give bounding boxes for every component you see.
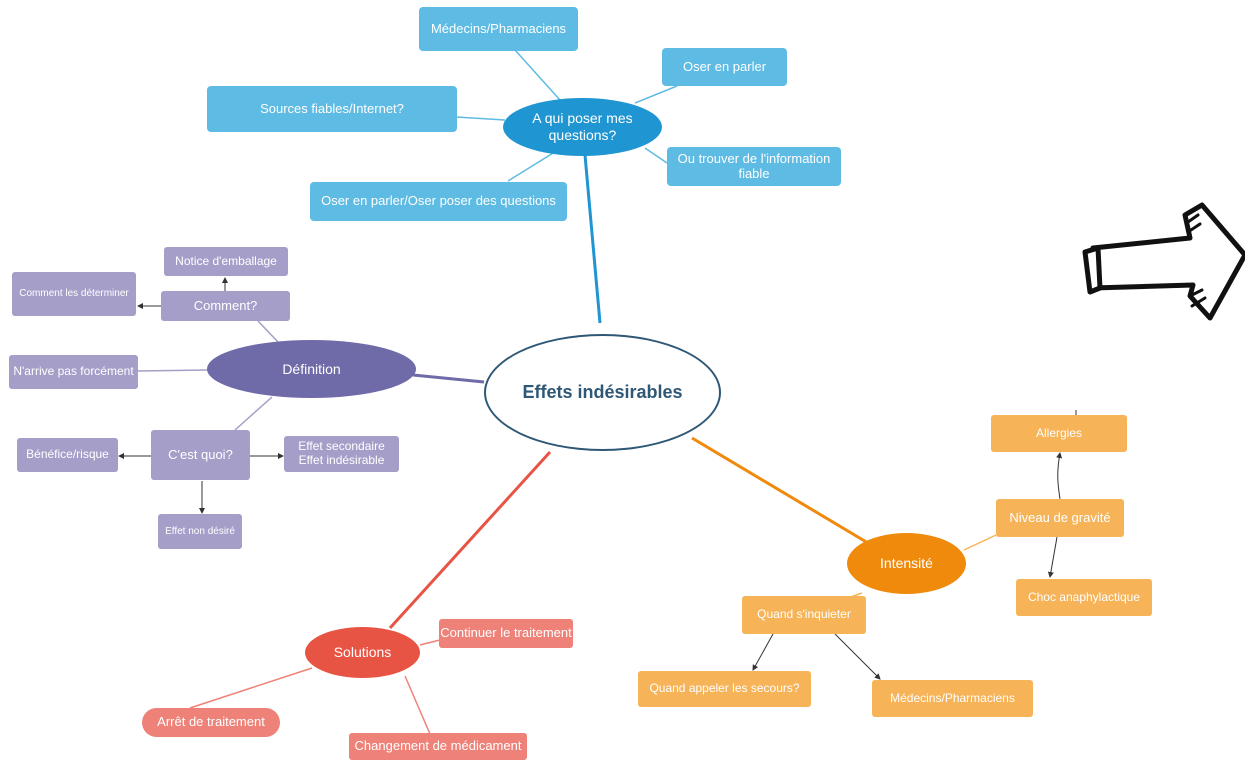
right-arrow-sketch-icon [1082, 202, 1245, 321]
intensite-arrows [752, 410, 1077, 680]
questions-connectors [455, 49, 678, 182]
solutions-connectors [189, 639, 441, 735]
branch-intensite [691, 436, 869, 545]
branch-questions [583, 154, 602, 324]
niveau-gravite-box[interactable]: Niveau de gravité [996, 499, 1124, 537]
sources-fiables-box[interactable]: Sources fiables/Internet? [207, 86, 457, 132]
changement-medicament-box[interactable]: Changement de médicament [349, 733, 527, 760]
comment-determiner-box[interactable]: Comment les déterminer [12, 272, 136, 316]
narrive-pas-box[interactable]: N'arrive pas forcément [9, 355, 138, 389]
effet-non-desire-box[interactable]: Effet non désiré [158, 514, 242, 549]
comment-box[interactable]: Comment? [161, 291, 290, 321]
quand-appeler-secours-box[interactable]: Quand appeler les secours? [638, 671, 811, 707]
definition-connectors [137, 320, 279, 431]
cest-quoi-box[interactable]: C'est quoi? [151, 430, 250, 480]
effet-secondaire-box[interactable]: Effet secondaire Effet indésirable [284, 436, 399, 472]
ou-trouver-information-box[interactable]: Ou trouver de l'information fiable [667, 147, 841, 186]
intensite-node[interactable]: Intensité [847, 533, 966, 594]
arret-traitement-box[interactable]: Arrêt de traitement [142, 708, 280, 737]
definition-node[interactable]: Définition [207, 340, 416, 398]
questions-node[interactable]: A qui poser mes questions? [503, 98, 662, 156]
notice-emballage-box[interactable]: Notice d'emballage [164, 247, 288, 276]
medecins-pharmaciens-box[interactable]: Médecins/Pharmaciens [419, 7, 578, 51]
medecins-pharmaciens-orange-box[interactable]: Médecins/Pharmaciens [872, 680, 1033, 717]
choc-anaphylactique-box[interactable]: Choc anaphylactique [1016, 579, 1152, 616]
solutions-node[interactable]: Solutions [305, 627, 420, 678]
continuer-traitement-box[interactable]: Continuer le traitement [439, 619, 573, 648]
oser-poser-questions-box[interactable]: Oser en parler/Oser poser des questions [310, 182, 567, 221]
allergies-box[interactable]: Allergies [991, 415, 1127, 452]
benefice-risque-box[interactable]: Bénéfice/risque [17, 438, 118, 472]
branch-solutions [388, 450, 552, 630]
branch-definition [412, 373, 485, 384]
oser-en-parler-box[interactable]: Oser en parler [662, 48, 787, 86]
definition-arrows [118, 277, 284, 514]
central-node[interactable]: Effets indésirables [484, 334, 721, 451]
quand-inquieter-box[interactable]: Quand s'inquieter [742, 596, 866, 634]
